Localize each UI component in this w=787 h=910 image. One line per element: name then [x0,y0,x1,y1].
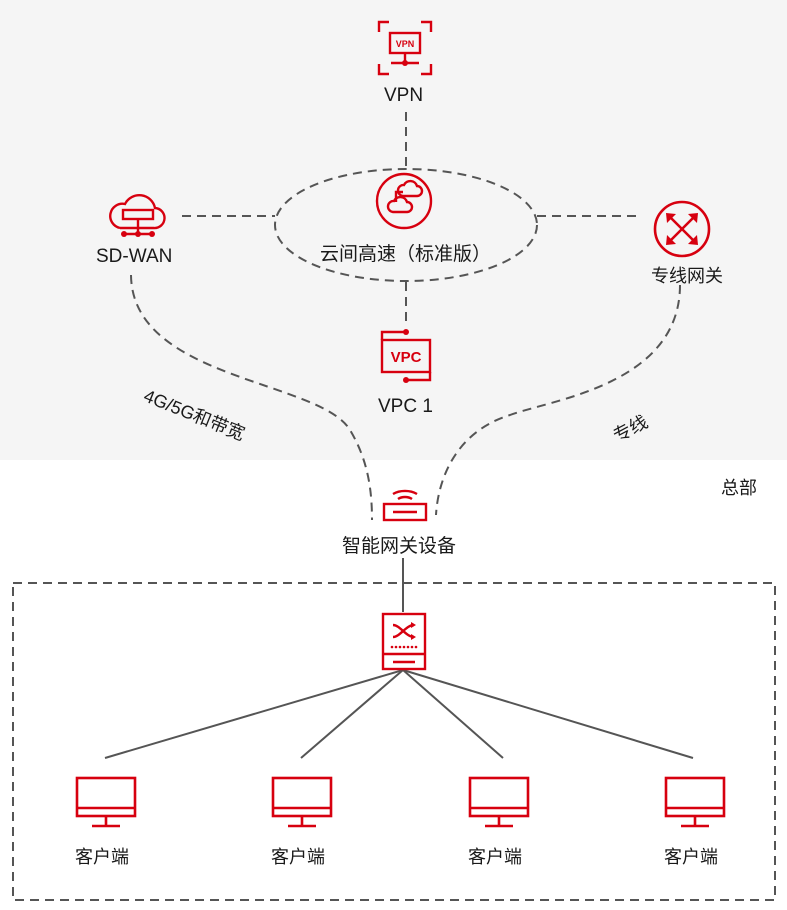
link-switch-client-3 [402,669,504,759]
switch-node[interactable] [380,612,428,677]
smart-gateway-label: 智能网关设备 [342,536,457,557]
vpc-node[interactable]: VPC [376,326,436,389]
vpn-gateway-icon: VPN [377,20,433,76]
wifi-router-icon [382,489,428,522]
monitor-icon [74,775,138,831]
sdwan-cloud-icon [109,193,166,237]
client-node-1[interactable] [74,775,138,836]
headquarters-label: 总部 [721,478,757,498]
vpn-node[interactable]: VPN [377,20,433,81]
vpc-badge: VPC [391,349,422,366]
monitor-icon [467,775,531,831]
monitor-icon [663,775,727,831]
dedicated-gateway-label: 专线网关 [651,266,723,286]
cloud-backbone-ellipse [274,168,538,282]
link-sdwan-smart-gateway [130,274,373,521]
cloud-connect-icon [375,172,433,230]
link-switch-client-1 [104,669,404,759]
client-node-3[interactable] [467,775,531,836]
cloud-backbone-label: 云间高速（标准版） [320,244,492,265]
vpn-badge: VPN [396,39,415,49]
sdwan-node[interactable] [106,188,170,247]
client-label-2: 客户端 [271,847,325,867]
vpc-label: VPC 1 [378,396,433,417]
smart-gateway-node[interactable] [380,484,430,529]
cloud-backbone-node[interactable] [374,172,434,235]
client-node-4[interactable] [663,775,727,836]
router-icon [653,200,711,258]
link-switch-client-2 [300,669,404,759]
vpn-label: VPN [384,85,424,106]
dedicated-gateway-node[interactable] [652,199,712,264]
client-label-3: 客户端 [468,847,522,867]
client-node-2[interactable] [270,775,334,836]
link-switch-client-4 [402,669,694,759]
monitor-icon [270,775,334,831]
client-label-4: 客户端 [664,847,718,867]
headquarters-boundary [12,582,776,901]
link-dedicated-smart-gateway [435,284,681,516]
vpc-icon: VPC [380,329,432,383]
switch-icon [381,612,427,671]
client-label-1: 客户端 [75,847,129,867]
sdwan-label: SD-WAN [96,246,173,267]
